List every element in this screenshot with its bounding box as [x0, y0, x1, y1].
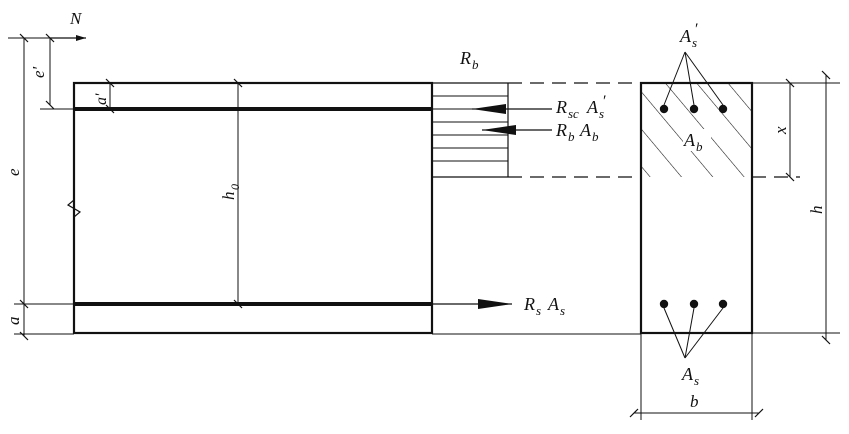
svg-text:b: b [472, 57, 479, 72]
top-bar [718, 104, 728, 114]
label-Rsc-As-prime: R sc A s ′ [555, 93, 606, 121]
svg-text:A: A [679, 26, 692, 46]
svg-text:x: x [771, 126, 790, 135]
label-N: N [69, 9, 83, 28]
b-dimension: b [629, 333, 764, 420]
bottom-bar [718, 299, 728, 309]
label-a: a [4, 317, 23, 326]
cross-section [639, 51, 754, 359]
svg-text:A: A [681, 364, 694, 384]
svg-text:A: A [586, 97, 599, 117]
svg-text:s: s [560, 303, 565, 318]
svg-text:R: R [523, 294, 535, 314]
svg-text:′: ′ [602, 93, 606, 110]
svg-text:s: s [536, 303, 541, 318]
eccentricity-dimensions [8, 33, 86, 341]
label-h0: h 0 [219, 184, 242, 200]
svg-text:R: R [555, 97, 567, 117]
svg-text:s: s [692, 35, 697, 50]
svg-text:sc: sc [568, 106, 579, 121]
label-Rs-As: R s A s [523, 294, 565, 318]
beam-outline [72, 81, 434, 335]
svg-text:R: R [555, 120, 567, 140]
bottom-bar [659, 299, 669, 309]
label-a-prime: a' [93, 93, 110, 105]
label-As-prime: A s ′ [679, 21, 698, 50]
svg-text:b: b [696, 139, 703, 154]
label-e: e [4, 168, 23, 176]
svg-text:h: h [807, 206, 826, 215]
svg-text:A: A [683, 130, 696, 150]
svg-text:A: A [547, 294, 560, 314]
axial-force-N: N [50, 9, 86, 41]
label-Rb: R b [459, 48, 479, 72]
section-outline [639, 81, 754, 335]
svg-text:′: ′ [694, 21, 698, 38]
svg-text:0: 0 [228, 184, 242, 190]
label-Ab: A b [683, 129, 711, 154]
top-bar [659, 104, 669, 114]
label-As-bottom: A s [681, 364, 699, 388]
beam-elevation [66, 78, 434, 335]
bottom-bar [689, 299, 699, 309]
label-e-prime: e' [29, 66, 48, 78]
svg-text:b: b [592, 129, 599, 144]
svg-text:b: b [568, 129, 575, 144]
compression-stress-block [432, 82, 800, 178]
svg-text:s: s [694, 373, 699, 388]
svg-text:s: s [599, 106, 604, 121]
break-line [66, 188, 82, 228]
top-bar [689, 104, 699, 114]
x-dimension: x [752, 78, 800, 182]
svg-text:R: R [459, 48, 471, 68]
label-Rb-Ab: R b A b [555, 120, 599, 144]
h-dimension: h [752, 70, 840, 345]
svg-text:b: b [690, 392, 699, 411]
svg-text:A: A [579, 120, 592, 140]
svg-text:h: h [219, 192, 238, 201]
